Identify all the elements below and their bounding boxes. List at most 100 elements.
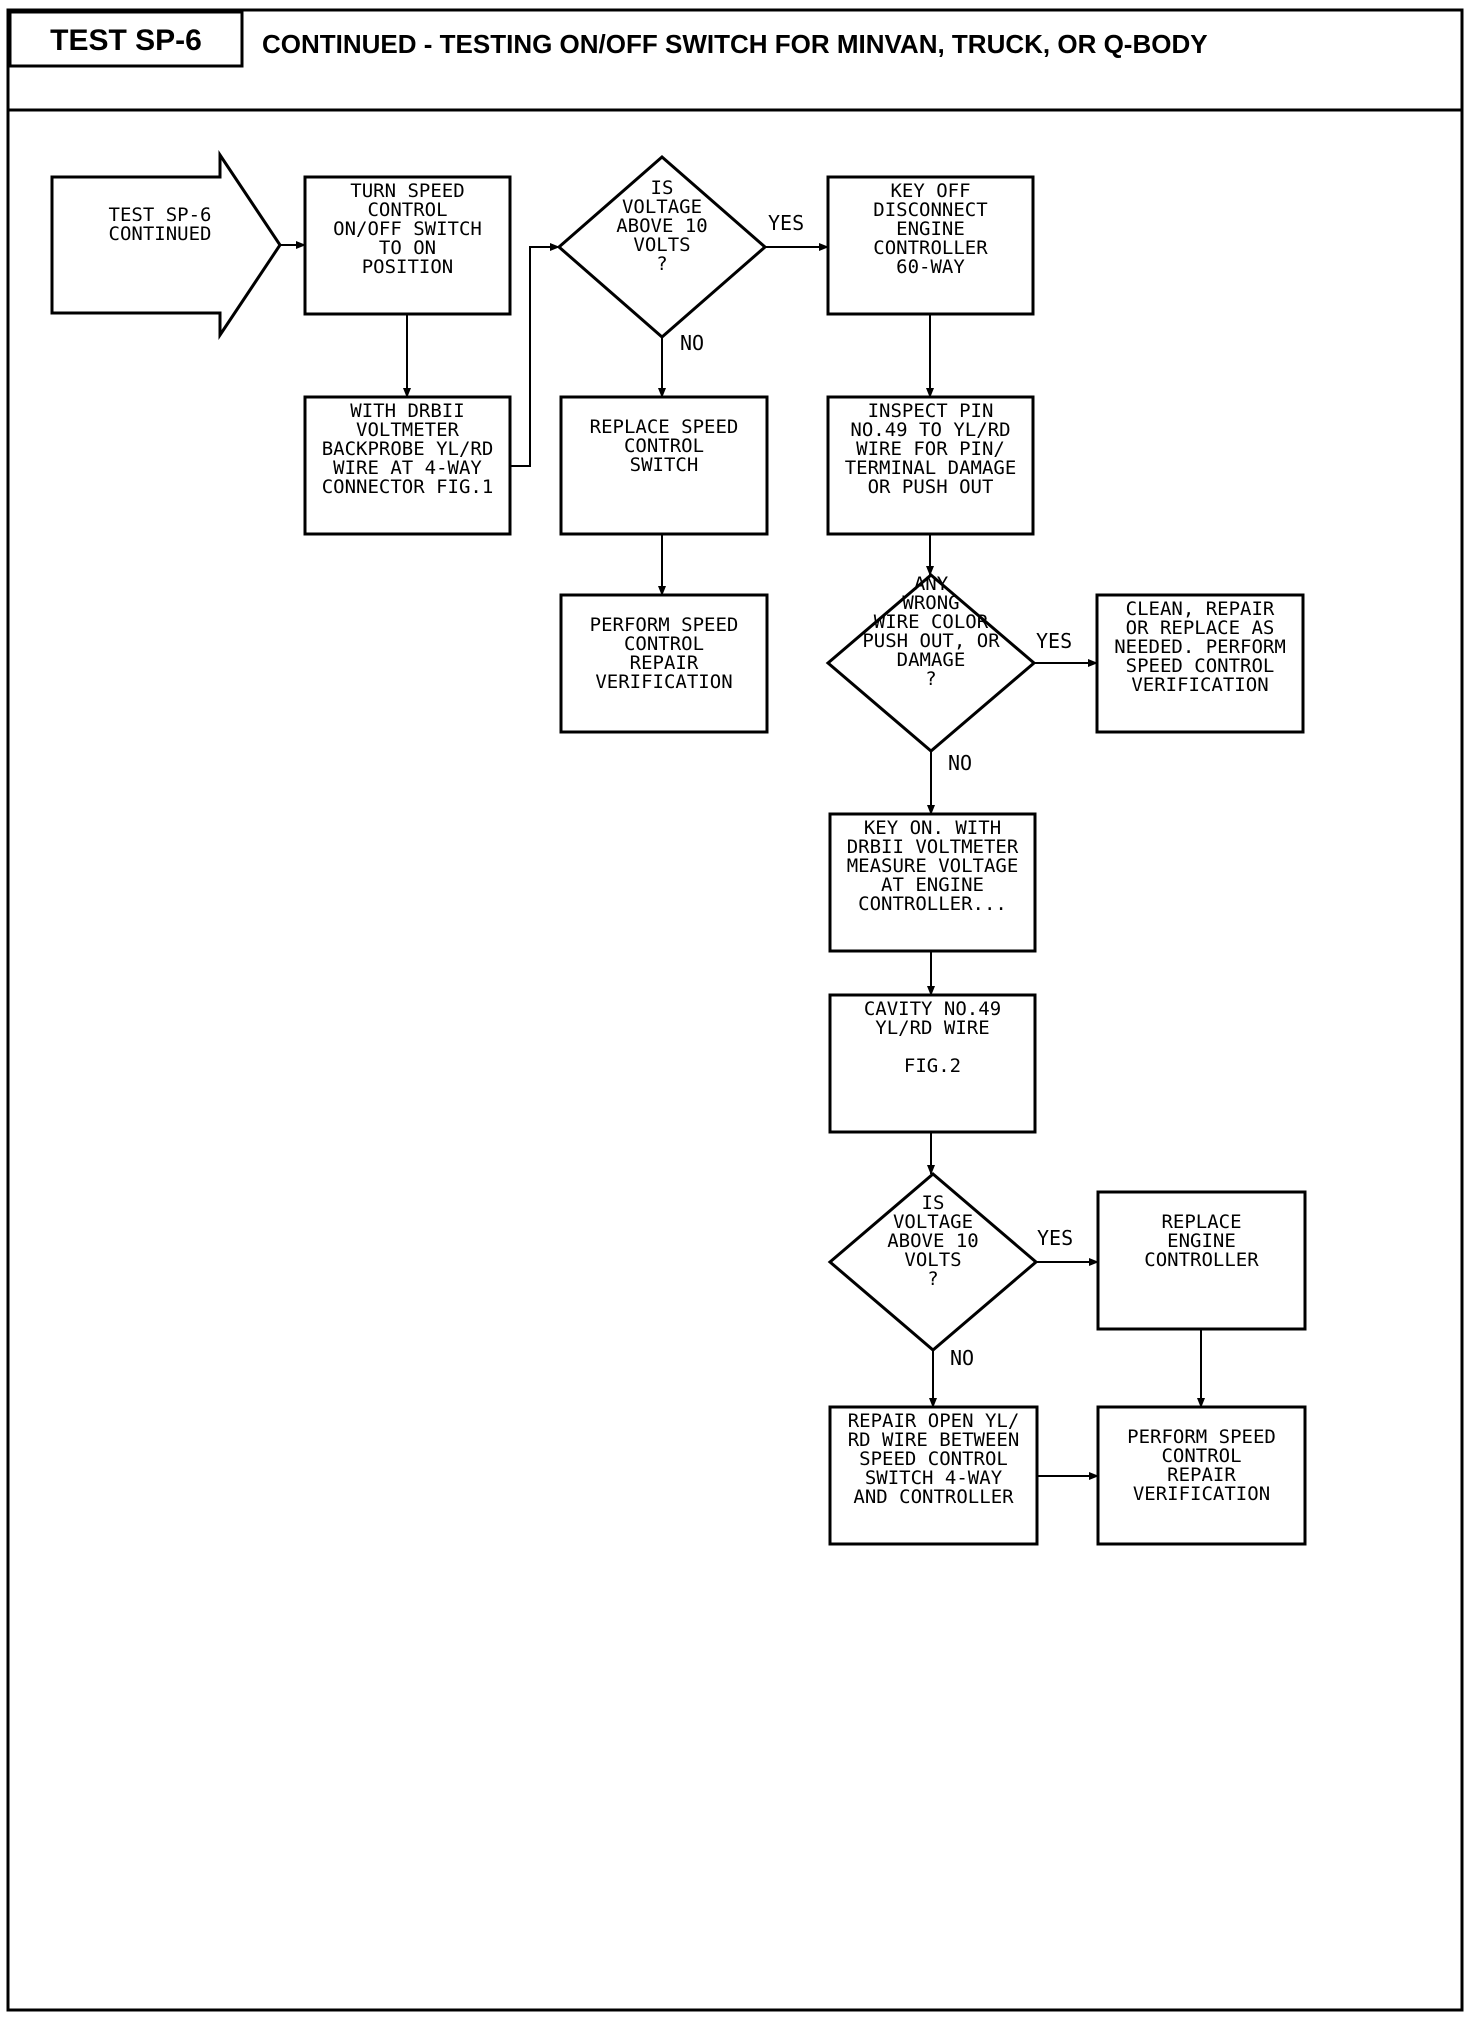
node-text-line: DRBII VOLTMETER [847, 836, 1019, 858]
decision-diamond [556, 155, 768, 339]
node-text-line: CONTROL [624, 633, 704, 655]
node-text-line: ? [925, 668, 936, 690]
process-box [303, 395, 512, 536]
node-text-line: CONTROL [624, 435, 704, 457]
edge-label-no: NO [680, 331, 704, 355]
decision-diamond [825, 573, 1037, 753]
process-box [826, 175, 1035, 316]
node-text-line: CONNECTOR FIG.1 [322, 476, 494, 498]
node-text-line: AND CONTROLLER [853, 1486, 1014, 1508]
node-text-line: VOLTS [904, 1249, 961, 1271]
node-text-line: TURN SPEED [350, 180, 464, 202]
node-text-line: NO.49 TO YL/RD [850, 419, 1010, 441]
node-text-line: REPLACE SPEED [590, 416, 739, 438]
node-text-line: SPEED CONTROL [859, 1448, 1008, 1470]
node-text-line: REPAIR [1167, 1464, 1236, 1486]
node-text-line: SPEED CONTROL [1126, 655, 1275, 677]
node-text-line: WIRE FOR PIN/ [856, 438, 1005, 460]
edge-label-no: NO [948, 751, 972, 775]
edge-backprobe-to-voltage_check_1 [510, 243, 560, 467]
node-text-line: IS [651, 177, 674, 199]
node-text-line: CONTROLLER... [858, 893, 1007, 915]
node-text-line: REPAIR OPEN YL/ [848, 1410, 1020, 1432]
node-text-line: IS [922, 1192, 945, 1214]
node-text-line: VERIFICATION [595, 671, 732, 693]
edge-label-yes: YES [768, 211, 804, 235]
node-text-line: CLEAN, REPAIR [1126, 598, 1275, 620]
node-text-line: VERIFICATION [1131, 674, 1268, 696]
process-box [559, 395, 769, 536]
process-box [828, 812, 1037, 953]
node-text-line: VOLTAGE [622, 196, 702, 218]
node-text-line: TERMINAL DAMAGE [845, 457, 1017, 479]
process-box [828, 1405, 1039, 1546]
process-box [828, 993, 1037, 1134]
node-text-line: PERFORM SPEED [1127, 1426, 1276, 1448]
node-text-line: TO ON [379, 237, 436, 259]
edges: YES NO YES NO YES NO [280, 211, 1205, 1480]
node-text-line: DAMAGE [897, 649, 966, 671]
node-text-line: CONTROLLER [1144, 1249, 1259, 1271]
node-text-line: AT ENGINE [881, 874, 984, 896]
start-arrow-shape [50, 150, 282, 340]
node-text-line: SWITCH 4-WAY [865, 1467, 1003, 1489]
node-text-line: ABOVE 10 [887, 1230, 979, 1252]
node-text-line: ON/OFF SWITCH [333, 218, 482, 240]
node-text-line: REPLACE [1161, 1211, 1241, 1233]
process-box [303, 175, 512, 316]
edge-label-yes: YES [1037, 1226, 1073, 1250]
edge-label-yes: YES [1036, 629, 1072, 653]
node-text-line: ? [927, 1268, 938, 1290]
node-text-line: NEEDED. PERFORM [1114, 636, 1286, 658]
test-id: TEST SP-6 [50, 24, 202, 57]
node-text-line: CONTROL [367, 199, 447, 221]
node-text-line: VERIFICATION [1133, 1483, 1270, 1505]
node-text-line: VOLTAGE [893, 1211, 973, 1233]
node-text-line: ENGINE [896, 218, 965, 240]
node-text-line: BACKPROBE YL/RD [322, 438, 494, 460]
node-text-line: ANY [914, 573, 949, 595]
process-box [559, 593, 769, 734]
node-text-line: CONTROLLER [873, 237, 988, 259]
node-text-line: CONTROL [1161, 1445, 1241, 1467]
process-box [1096, 1405, 1307, 1546]
node-text-line: OR PUSH OUT [868, 476, 994, 498]
edge-label-no: NO [950, 1346, 974, 1370]
node-text-line: SWITCH [630, 454, 699, 476]
node-text-line: DISCONNECT [873, 199, 987, 221]
node-text-line: CONTINUED [109, 223, 212, 245]
node-text-line: VOLTS [633, 234, 690, 256]
node-text-line: VOLTMETER [356, 419, 460, 441]
node-text-line: KEY OFF [890, 180, 970, 202]
node-text-line: YL/RD WIRE [875, 1017, 989, 1039]
node-text-line: FIG.2 [904, 1055, 961, 1077]
node-text-line: ABOVE 10 [616, 215, 708, 237]
node-text-line: MEASURE VOLTAGE [847, 855, 1019, 877]
node-text-line: RD WIRE BETWEEN [848, 1429, 1020, 1451]
node-text-line: OR REPLACE AS [1126, 617, 1275, 639]
node-text-line: CAVITY NO.49 [864, 998, 1001, 1020]
test-id-box [8, 10, 244, 68]
node-text-line: WRONG [902, 592, 959, 614]
node-text-line: ENGINE [1167, 1230, 1236, 1252]
node-text-line: WIRE AT 4-WAY [333, 457, 482, 479]
node-text-line: PERFORM SPEED [590, 614, 739, 636]
node-text-line: PUSH OUT, OR [862, 630, 1000, 652]
process-box [1095, 593, 1305, 734]
page-frame [6, 8, 1464, 2012]
